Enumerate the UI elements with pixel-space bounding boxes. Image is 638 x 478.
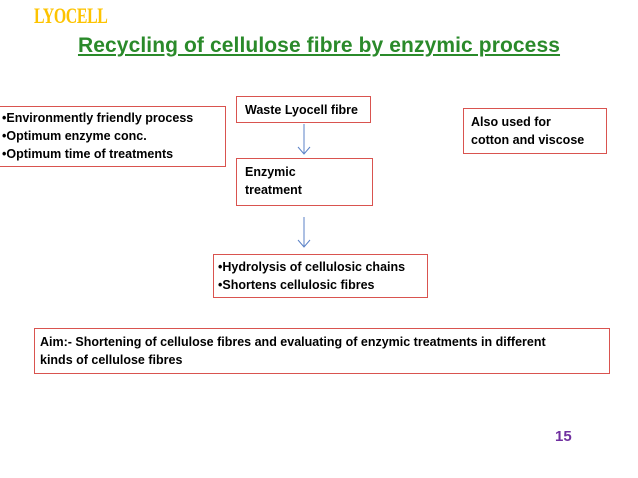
page-number: 15	[555, 428, 572, 445]
slide-heading: LYOCELL	[34, 3, 108, 28]
down-arrow-icon	[297, 217, 311, 248]
left-info-box: •Environmently friendly process •Optimum…	[0, 106, 226, 167]
flow-step-label: Waste Lyocell fibre	[245, 103, 358, 117]
right-info-line: cotton and viscose	[471, 133, 585, 147]
aim-line: Aim:- Shortening of cellulose fibres and…	[40, 335, 546, 349]
flow-step-enzymic-treatment: Enzymic treatment	[236, 158, 373, 206]
flow-step-label: treatment	[245, 183, 302, 197]
right-info-line: Also used for	[471, 115, 551, 129]
left-info-line: •Optimum enzyme conc.	[2, 129, 147, 143]
aim-box: Aim:- Shortening of cellulose fibres and…	[34, 328, 610, 374]
flow-step-waste-fibre: Waste Lyocell fibre	[236, 96, 371, 123]
flow-step-label: •Hydrolysis of cellulosic chains	[218, 260, 406, 274]
right-info-box: Also used for cotton and viscose	[463, 108, 607, 154]
flow-step-label: Enzymic	[245, 165, 296, 179]
flow-step-results: •Hydrolysis of cellulosic chains •Shorte…	[213, 254, 428, 298]
aim-line: kinds of cellulose fibres	[40, 353, 183, 367]
flow-step-label: •Shortens cellulosic fibres	[218, 278, 375, 292]
slide-title: Recycling of cellulose fibre by enzymic …	[77, 34, 561, 57]
down-arrow-icon	[297, 124, 311, 155]
left-info-line: •Environmently friendly process	[2, 111, 194, 125]
left-info-line: •Optimum time of treatments	[2, 147, 174, 161]
